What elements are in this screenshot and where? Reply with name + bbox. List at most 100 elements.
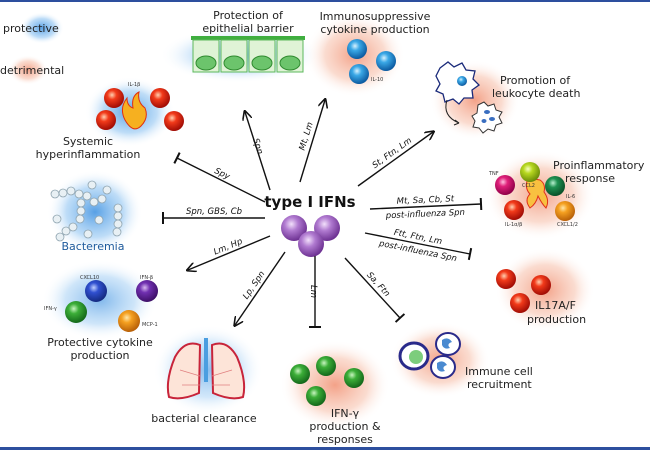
cell-icon xyxy=(510,293,530,313)
cell-icon xyxy=(376,51,396,71)
outcome-title-line: Immune cell xyxy=(465,365,533,378)
protective-swatch xyxy=(20,12,64,44)
outcome-il17-production: IL17A/F production xyxy=(495,248,595,332)
bacteria-icon xyxy=(50,180,123,242)
outcome-title-line: hyperinflammation xyxy=(36,148,141,161)
outcome-leukocyte-death: Promotion of leukocyte death xyxy=(430,60,580,140)
legend-label-protective: protective xyxy=(3,22,59,35)
top-border xyxy=(0,0,650,2)
outcome-title-line: response xyxy=(565,172,615,185)
pathogen-label: St, Ftn, Lm xyxy=(371,136,414,171)
ifn-cell-icon xyxy=(281,215,307,241)
connector-bacterial-clearance: Lp, Spn xyxy=(235,251,286,325)
fire-icon xyxy=(121,91,147,130)
cytokine-label: CXCL1/2 xyxy=(557,222,578,228)
outcome-title-line: bacterial clearance xyxy=(151,412,257,425)
ifn-cell-icon xyxy=(298,231,324,257)
center-label: type I IFNs xyxy=(264,193,355,211)
cell-icon xyxy=(290,364,310,384)
cytokine-label: TNF xyxy=(488,171,499,177)
epithelial-cells-icon xyxy=(191,36,305,73)
connector-immune-recruitment: Sa, Ftn xyxy=(344,257,406,323)
cell-icon xyxy=(496,269,516,289)
lungs-icon xyxy=(166,338,246,400)
outcome-title-line: Immunosuppressive xyxy=(320,10,431,23)
cell-icon xyxy=(118,310,140,332)
outcome-systemic-hyperinflammation: IL-1β Systemic hyperinflammation xyxy=(36,77,184,161)
outcome-title-line: leukocyte death xyxy=(492,87,580,100)
cell-icon xyxy=(96,110,116,130)
ifn-cell-icon xyxy=(314,215,340,241)
legend-label-detrimental: detrimental xyxy=(0,64,64,77)
pathogen-label-secondary: post-influenza Spn xyxy=(385,208,466,222)
dying-cell-icon xyxy=(471,101,503,134)
cell-icon xyxy=(306,386,326,406)
outcome-title-line: production xyxy=(527,313,586,326)
activation-arrow xyxy=(235,251,286,325)
cell-icon xyxy=(85,280,107,302)
fire-icon xyxy=(525,177,549,209)
inhibition-line xyxy=(176,157,266,203)
legend: protective detrimental xyxy=(0,12,64,85)
outcome-title-line: Bacteremia xyxy=(62,240,125,253)
cell-icon xyxy=(65,301,87,323)
cytokine-label: IFN-γ xyxy=(44,306,57,312)
connector-hyperinflammation: Spy xyxy=(173,152,266,203)
outcome-ifn-gamma: IFN-γ production & responses xyxy=(280,340,390,446)
center-type-i-ifns: type I IFNs xyxy=(264,193,356,257)
cytokine-label: CCL2 xyxy=(522,183,535,189)
pathogen-label: Lm xyxy=(308,285,318,298)
outcome-title-line: production xyxy=(70,349,129,362)
connector-bacteremia: Spn, GBS, Cb xyxy=(162,207,265,224)
outcome-bacterial-clearance: bacterial clearance xyxy=(151,325,263,425)
cell-icon xyxy=(344,368,364,388)
cytokine-label: IL-1β xyxy=(128,82,140,88)
outcome-title-line: Systemic xyxy=(63,135,113,148)
outcome-proinflammatory-response: Proinflammatory response TNF CCL2 IL-6 I… xyxy=(485,150,645,240)
outcome-title-line: IFN-γ xyxy=(331,407,360,420)
pathogen-label: Mt, Sa, Cb, St xyxy=(396,194,455,207)
outcome-title-line: cytokine production xyxy=(320,23,429,36)
outcome-immunosuppressive-cytokine: Immunosuppressive cytokine production IL… xyxy=(305,10,431,97)
detrimental-swatch xyxy=(8,55,48,85)
cytokine-label: IL-1α/β xyxy=(505,222,522,228)
activation-arrow xyxy=(188,235,271,270)
outcome-immune-cell-recruitment: Immune cell recruitment xyxy=(390,322,533,398)
connector-ifn-gamma: Lm xyxy=(308,256,321,328)
outcome-title-line: Protective cytokine xyxy=(47,336,153,349)
cytokine-label: CXCL10 xyxy=(80,275,99,281)
inhibition-line xyxy=(344,257,401,319)
outcome-title-line: recruitment xyxy=(467,378,532,391)
pathogen-label: Spn, GBS, Cb xyxy=(186,207,242,217)
cell-icon xyxy=(531,275,551,295)
activation-arrow xyxy=(357,132,433,187)
inhibition-bar-icon xyxy=(479,197,483,211)
connector-protective-cytokine: Lm, Hp xyxy=(188,235,271,270)
cell-icon xyxy=(104,88,124,108)
inhibition-bar-icon xyxy=(173,152,181,164)
cell-icon xyxy=(349,64,369,84)
inhibition-line xyxy=(369,203,482,210)
outcome-title-line: IL17A/F xyxy=(535,299,576,312)
cell-icon xyxy=(150,88,170,108)
outcome-protective-cytokine: CXCL10 IFN-β IFN-γ MCP-1 Protective cyto… xyxy=(42,260,158,362)
cell-icon xyxy=(136,280,158,302)
legend-item-detrimental: detrimental xyxy=(0,55,64,85)
outcome-title-line: Proinflammatory xyxy=(553,159,645,172)
connector-epithelial: Spn xyxy=(245,112,271,191)
cytokine-label: IFN-β xyxy=(140,275,153,281)
legend-item-protective: protective xyxy=(3,12,64,44)
cytokine-label: IL-6 xyxy=(566,194,575,200)
inhibition-line xyxy=(364,232,471,255)
pathogen-label: Lm, Hp xyxy=(212,237,244,258)
outcome-title-line: epithelial barrier xyxy=(202,22,294,35)
outcome-title-line: Protection of xyxy=(213,9,284,22)
activation-arrow xyxy=(299,100,325,183)
cytokine-label: MCP-1 xyxy=(142,322,158,328)
bottom-border xyxy=(0,447,650,450)
outcome-title-line: Promotion of xyxy=(500,74,571,87)
